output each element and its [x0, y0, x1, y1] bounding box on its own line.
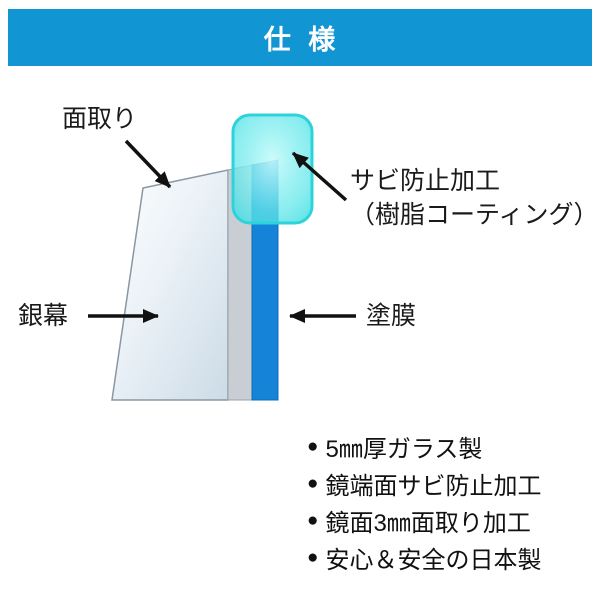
rust-prevention-label-line2: （樹脂コーティング） [350, 201, 599, 229]
rust-prevention-label-line1: サビ防止加工 [350, 167, 501, 195]
feature-item: ● 鏡面3㎜面取り加工 [307, 502, 541, 539]
header-bar: 仕 様 [8, 9, 592, 66]
bullet-icon: ● [307, 473, 319, 494]
rust-prevention-label: サビ防止加工 （樹脂コーティング） [350, 164, 599, 232]
feature-text: 鏡端面サビ防止加工 [325, 473, 542, 500]
page-title: 仕 様 [263, 25, 341, 55]
chamfer-arrow [124, 139, 172, 189]
chamfer-label: 面取り [62, 105, 138, 133]
rust-prevention-arrow [291, 151, 348, 202]
resin-coating-blob [231, 113, 314, 225]
paint-layer-label: 塗膜 [366, 302, 417, 330]
feature-item: ● 鏡端面サビ防止加工 [307, 465, 541, 502]
feature-item: ● 安心＆安全の日本製 [307, 539, 541, 576]
glass-panel [111, 169, 229, 401]
feature-text: 鏡面3㎜面取り加工 [325, 510, 531, 537]
bullet-icon: ● [307, 547, 319, 568]
feature-text: 安心＆安全の日本製 [325, 547, 542, 574]
feature-text: 5㎜厚ガラス製 [325, 436, 483, 463]
bullet-icon: ● [307, 436, 319, 457]
feature-list: ● 5㎜厚ガラス製 ● 鏡端面サビ防止加工 ● 鏡面3㎜面取り加工 ● 安心＆安… [307, 428, 541, 576]
bullet-icon: ● [307, 510, 319, 531]
silver-layer-label: 銀幕 [18, 302, 69, 330]
feature-item: ● 5㎜厚ガラス製 [307, 428, 541, 465]
